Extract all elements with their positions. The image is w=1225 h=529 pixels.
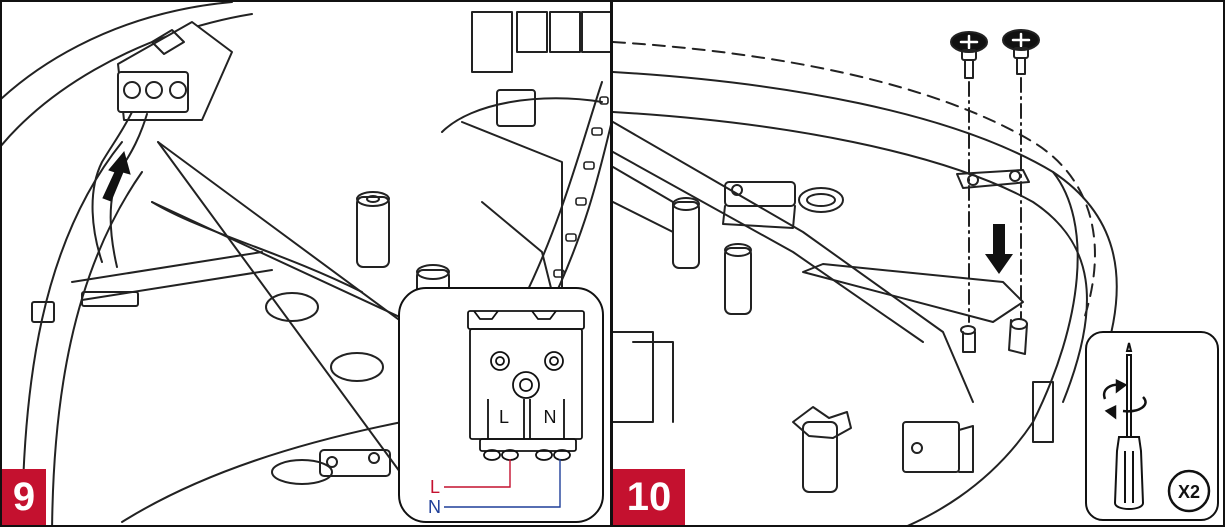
rotate-icon	[1102, 378, 1147, 420]
terminal-left-label: L	[499, 407, 509, 427]
terminal-right-label: N	[544, 407, 557, 427]
step-10-illustration	[613, 29, 1118, 525]
tool-box: X2	[1085, 331, 1219, 521]
screwdriver-icon	[1113, 342, 1145, 510]
terminal-block-detail: L N L N	[428, 310, 585, 517]
screw-icon	[1002, 29, 1040, 75]
quantity-label: X2	[1178, 482, 1200, 502]
arrow-up-icon	[102, 150, 131, 202]
legend-line-label: L	[430, 477, 440, 497]
step-10-panel: X2 10	[611, 0, 1225, 527]
wiring-callout: L N L N	[398, 287, 604, 523]
screwdriver-diagram: X2	[1102, 342, 1211, 513]
arrow-down-icon	[985, 224, 1013, 274]
screw-icon	[950, 31, 988, 79]
step-number-badge: 10	[613, 469, 685, 525]
step-9-panel: L N L N 9	[0, 0, 612, 527]
legend-neutral-label: N	[428, 497, 441, 517]
step-number-badge: 9	[2, 469, 46, 525]
